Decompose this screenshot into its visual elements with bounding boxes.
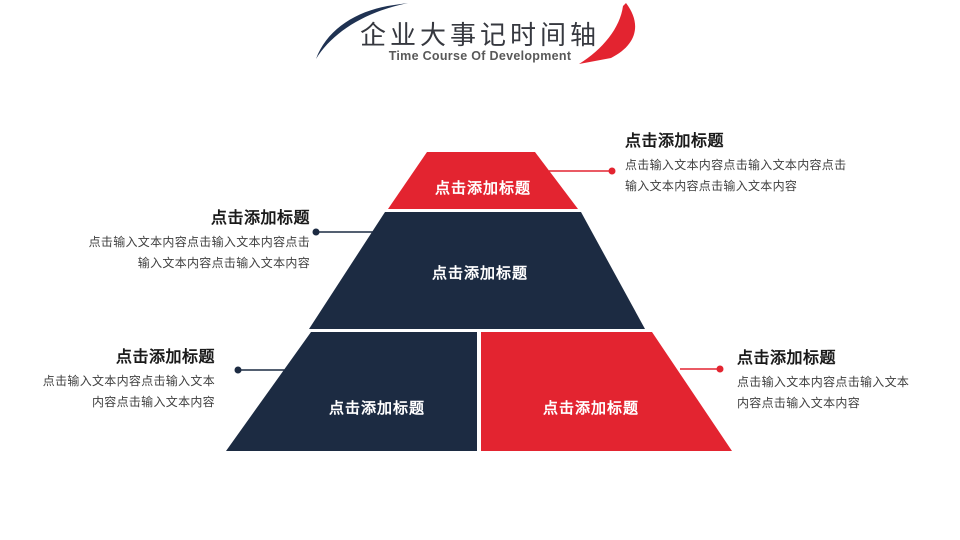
callout-body[interactable]: 点击输入文本内容点击输入文本内容点击输入文本内容 bbox=[737, 375, 910, 410]
callout-body[interactable]: 点击输入文本内容点击输入文本内容点击输入文本内容点击输入文本内容 bbox=[625, 158, 847, 193]
connector-dot-bottom-right bbox=[716, 365, 724, 373]
callout-body[interactable]: 点击输入文本内容点击输入文本内容点击输入文本内容点击输入文本内容 bbox=[88, 235, 310, 270]
callout-middle-left: 点击添加标题 点击输入文本内容点击输入文本内容点击输入文本内容点击输入文本内容 bbox=[87, 210, 310, 274]
left-swoosh-icon bbox=[316, 3, 408, 59]
pyramid-label-top[interactable]: 点击添加标题 bbox=[434, 180, 531, 197]
right-swoosh-icon bbox=[579, 3, 636, 64]
pyramid-segment-top[interactable] bbox=[388, 152, 578, 209]
callout-bottom-left: 点击添加标题 点击输入文本内容点击输入文本内容点击输入文本内容 bbox=[42, 349, 215, 413]
callout-title[interactable]: 点击添加标题 bbox=[737, 350, 837, 367]
connector-dot-top-right bbox=[608, 167, 616, 175]
header-decoration bbox=[316, 3, 636, 64]
page-subtitle: Time Course Of Development bbox=[388, 49, 572, 63]
callout-body[interactable]: 点击输入文本内容点击输入文本内容点击输入文本内容 bbox=[42, 374, 215, 409]
pyramid-segment-bottom-left[interactable] bbox=[226, 332, 477, 451]
page-title: 企业大事记时间轴 bbox=[359, 20, 600, 50]
callout-title[interactable]: 点击添加标题 bbox=[210, 210, 310, 227]
callout-bottom-right: 点击添加标题 点击输入文本内容点击输入文本内容点击输入文本内容 bbox=[737, 350, 910, 414]
pyramid-label-bottom-right[interactable]: 点击添加标题 bbox=[542, 400, 639, 417]
pyramid-segment-middle[interactable] bbox=[309, 212, 645, 329]
pyramid-segment-bottom-right[interactable] bbox=[481, 332, 732, 451]
callout-top-right: 点击添加标题 点击输入文本内容点击输入文本内容点击输入文本内容点击输入文本内容 bbox=[625, 133, 851, 197]
callout-title[interactable]: 点击添加标题 bbox=[625, 133, 725, 150]
pyramid-label-middle[interactable]: 点击添加标题 bbox=[431, 265, 528, 282]
slide-header: 企业大事记时间轴 Time Course Of Development bbox=[0, 0, 960, 80]
callout-title[interactable]: 点击添加标题 bbox=[115, 349, 215, 366]
pyramid-label-bottom-left[interactable]: 点击添加标题 bbox=[328, 400, 425, 417]
